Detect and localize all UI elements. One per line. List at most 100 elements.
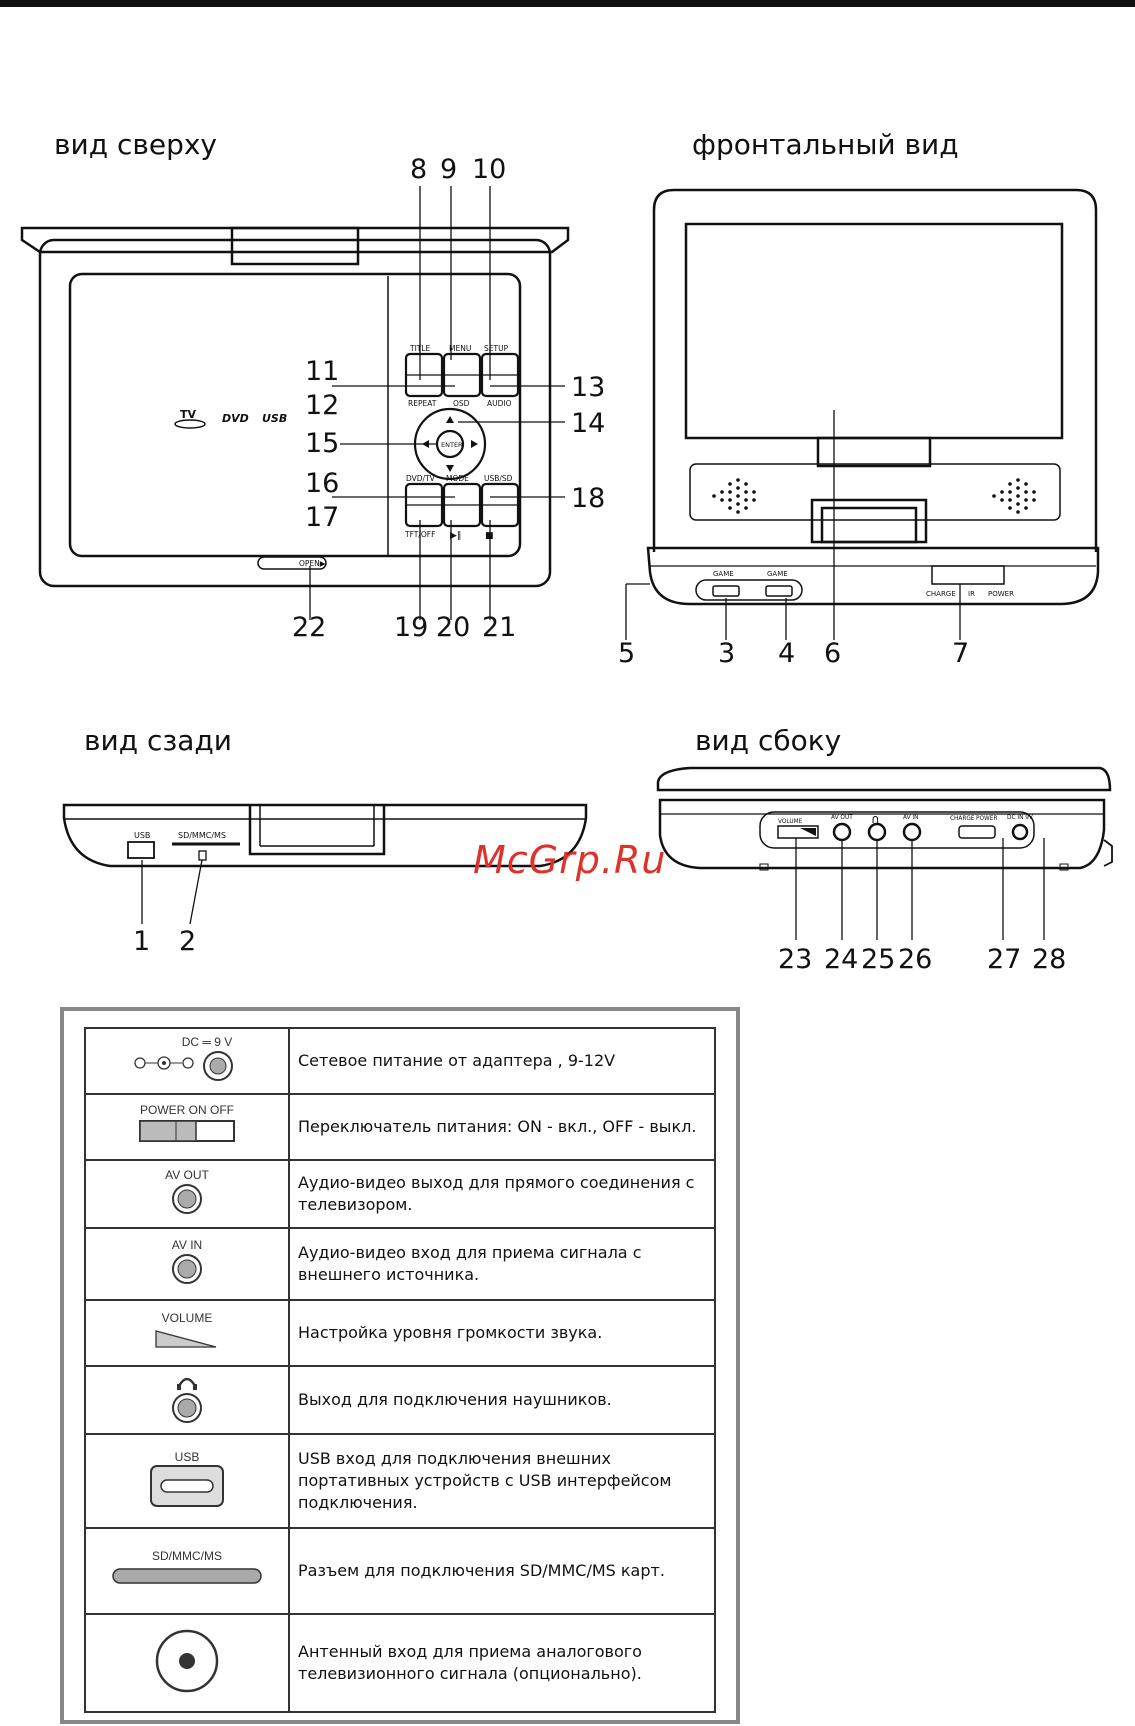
audio-button-label: AUDIO (487, 399, 512, 408)
callout-7: 7 (952, 638, 970, 669)
front-view-title: фронтальный вид (692, 128, 959, 161)
av-out-jack-icon (172, 1184, 202, 1214)
legend-desc-av-in: Аудио-видео вход для приема сигнала с вн… (288, 1227, 716, 1301)
power-symbol-label: POWER ON OFF (140, 1103, 234, 1117)
antenna-jack-icon (155, 1629, 219, 1693)
legend-desc-dc: Сетевое питание от адаптера , 9-12V (288, 1027, 716, 1095)
callout-21: 21 (482, 612, 517, 643)
ir-indicator-label: IR (968, 590, 975, 598)
volume-symbol-label: VOLUME (161, 1311, 213, 1325)
legend-desc-card: Разъем для подключения SD/MMC/MS карт. (288, 1527, 716, 1615)
usb-sd-button-label: USB/SD (484, 474, 513, 483)
legend-desc-headphone: Выход для подключения наушников. (288, 1365, 716, 1435)
watermark: McGrp.Ru (473, 838, 667, 882)
legend-row-volume: VOLUME Настройка уровня громкости звука. (84, 1299, 716, 1367)
card-slot-icon (112, 1568, 262, 1584)
usb-symbol-label: USB (174, 1450, 200, 1464)
callout-9: 9 (440, 154, 458, 185)
callout-24: 24 (824, 944, 859, 975)
rear-card-slot-label: SD/MMC/MS (178, 831, 226, 840)
right-speaker-grill (992, 478, 1036, 514)
callout-28: 28 (1032, 944, 1067, 975)
top-rule (0, 0, 1135, 7)
legend-desc-volume: Настройка уровня громкости звука. (288, 1299, 716, 1367)
callout-1: 1 (133, 926, 151, 957)
enter-button-label: ENTER (441, 441, 463, 449)
side-power-label: POWER (976, 816, 997, 822)
legend-row-antenna: Антенный вход для приема аналогового тел… (84, 1613, 716, 1713)
callout-8: 8 (410, 154, 428, 185)
top-view-title: вид сверху (54, 128, 217, 161)
callout-19: 19 (394, 612, 429, 643)
callout-3: 3 (718, 638, 736, 669)
callout-23: 23 (778, 944, 813, 975)
title-button-label: TITLE (409, 344, 431, 353)
legend-desc-av-out: Аудио-видео выход для прямого соединения… (288, 1159, 716, 1229)
power-indicator-label: POWER (988, 590, 1014, 598)
usb-logo: USB (262, 412, 287, 425)
callout-13: 13 (571, 372, 606, 403)
av-in-symbol-label: AV IN (171, 1238, 203, 1252)
volume-wedge-icon (155, 1330, 217, 1348)
tv-logo: TV (180, 408, 197, 421)
callout-25: 25 (861, 944, 896, 975)
av-in-jack-icon (172, 1254, 202, 1284)
legend-symbol-cell: DC ═ 9 V (84, 1027, 290, 1095)
callout-6: 6 (824, 638, 842, 669)
legend-desc-antenna: Антенный вход для приема аналогового тел… (288, 1613, 716, 1713)
legend-desc-power: Переключатель питания: ON - вкл., OFF - … (288, 1093, 716, 1161)
side-charge-label: CHARGE (950, 816, 975, 822)
setup-button-label: SETUP (484, 344, 509, 353)
power-switch-icon (139, 1120, 235, 1142)
legend-row-power: POWER ON OFF Переключатель питания: ON -… (84, 1093, 716, 1161)
headphone-jack-icon (172, 1377, 202, 1423)
callout-2: 2 (179, 926, 197, 957)
side-headphone-icon: ∩ (871, 812, 880, 826)
callout-12: 12 (305, 390, 340, 421)
legend-desc-usb: USB вход для подключения внешних портати… (288, 1433, 716, 1529)
callout-27: 27 (987, 944, 1022, 975)
side-dc-in-label: DC IN 9V (1007, 815, 1033, 821)
osd-button-label: OSD (453, 399, 470, 408)
side-view-title: вид сбоку (695, 724, 842, 757)
av-out-symbol-label: AV OUT (165, 1168, 209, 1182)
callout-4: 4 (778, 638, 796, 669)
callout-11: 11 (305, 356, 340, 387)
charge-indicator-label: CHARGE (926, 590, 956, 598)
legend-frame (60, 1007, 740, 1724)
callout-22: 22 (292, 612, 327, 643)
callout-26: 26 (898, 944, 933, 975)
callout-20: 20 (436, 612, 471, 643)
repeat-button-label: REPEAT (408, 399, 437, 408)
legend-row-av-in: AV IN Аудио-видео вход для приема сигнал… (84, 1227, 716, 1301)
callout-10: 10 (472, 154, 507, 185)
callout-5: 5 (618, 638, 636, 669)
left-speaker-grill (712, 478, 756, 514)
play-pause-button-label: ▶‖ (450, 531, 461, 541)
mode-button-label: MODE (446, 474, 469, 483)
game-port-2-label: GAME (767, 570, 788, 578)
dc-symbol-label: DC ═ 9 V (181, 1035, 233, 1049)
legend-row-headphone: Выход для подключения наушников. (84, 1365, 716, 1435)
side-volume-label: VOLUME (778, 819, 803, 825)
stop-button-label: ■ (485, 531, 494, 541)
callout-16: 16 (305, 468, 340, 499)
dvd-tv-button-label: DVD/TV (406, 474, 436, 483)
connector-legend-table: DC ═ 9 V Сетевое питание от адаптера , 9… (84, 1027, 716, 1713)
usb-port-icon (150, 1465, 224, 1507)
legend-row-dc: DC ═ 9 V Сетевое питание от адаптера , 9… (84, 1027, 716, 1095)
rear-view-title: вид сзади (84, 724, 232, 757)
side-av-in-label: AV IN (903, 815, 918, 821)
legend-row-card: SD/MMC/MS Разъем для подключения SD/MMC/… (84, 1527, 716, 1615)
tft-off-button-label: TFT/OFF (404, 530, 435, 539)
rear-usb-label: USB (134, 831, 150, 840)
callout-15: 15 (305, 428, 340, 459)
dc-jack-icon (134, 1051, 233, 1081)
menu-button-label: MENU (449, 344, 471, 353)
legend-row-usb: USB USB вход для подключения внешних пор… (84, 1433, 716, 1529)
